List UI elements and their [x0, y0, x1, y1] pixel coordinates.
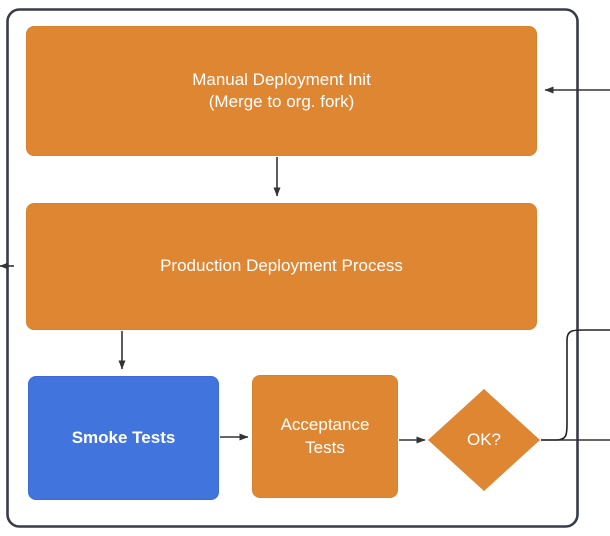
node-acceptance-tests-label: Acceptance Tests [253, 414, 397, 458]
node-ok-decision-label: OK? [428, 429, 540, 451]
node-acceptance-tests[interactable]: Acceptance Tests [252, 375, 398, 498]
node-acceptance-tests-line2: Tests [305, 437, 345, 457]
node-manual-deployment-init-label: Manual Deployment Init (Merge to org. fo… [27, 69, 536, 113]
node-production-deployment-process-label: Production Deployment Process [27, 255, 536, 277]
node-smoke-tests[interactable]: Smoke Tests [28, 376, 219, 500]
node-smoke-tests-label: Smoke Tests [29, 427, 218, 449]
node-ok-decision-line1: OK? [466, 429, 502, 449]
node-production-deployment-process[interactable]: Production Deployment Process [26, 203, 537, 330]
node-smoke-tests-line1: Smoke Tests [71, 427, 176, 447]
node-manual-init-line2: (Merge to org. fork) [208, 92, 355, 111]
node-acceptance-tests-line1: Acceptance [280, 415, 370, 435]
node-ok-decision[interactable]: OK? [428, 389, 540, 491]
edge-ok-feedback-curve [541, 329, 610, 441]
node-manual-init-line1: Manual Deployment Init [192, 69, 371, 89]
node-manual-deployment-init[interactable]: Manual Deployment Init (Merge to org. fo… [26, 26, 537, 156]
node-prod-deploy-line1: Production Deployment Process [160, 256, 403, 276]
